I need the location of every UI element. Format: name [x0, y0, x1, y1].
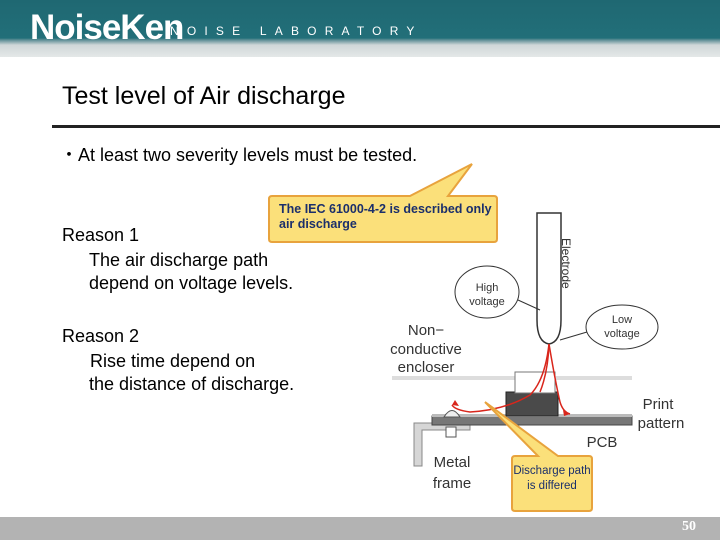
reason2-line1: Rise time depend on	[90, 351, 256, 371]
arrow-head-right	[563, 410, 570, 416]
metal-frame-label-1: Metal	[433, 454, 471, 471]
callout-top-text: The IEC 61000-4-2 is described only air …	[279, 202, 492, 231]
header-band	[0, 0, 720, 57]
bullet-text: ・At least two severity levels must be te…	[60, 145, 418, 165]
page-number: 50	[682, 519, 696, 534]
pcb-label: PCB	[586, 434, 618, 451]
electrode-body	[536, 212, 562, 345]
discharge-path-high	[451, 343, 550, 413]
reason2-line2: the distance of discharge.	[89, 374, 295, 394]
low-voltage-label-1: Low	[611, 314, 633, 326]
slide-title: Test level of Air discharge	[62, 82, 346, 110]
high-voltage-label-1: High	[475, 282, 499, 294]
high-voltage-label-2: voltage	[469, 296, 505, 308]
title-rule	[52, 125, 720, 128]
company-logo: NoiseKen	[30, 8, 184, 47]
low-voltage-bubble	[585, 304, 659, 350]
arrow-head-left	[452, 400, 459, 406]
print-pattern-label-2: pattern	[637, 415, 685, 432]
callout-bottom-text: Discharge path is differed	[513, 465, 591, 492]
footer-bar	[0, 517, 720, 540]
frame-clip	[445, 426, 457, 438]
reason1-line2: depend on voltage levels.	[89, 273, 294, 293]
low-voltage-label-2: voltage	[604, 328, 640, 340]
frame-dome	[443, 410, 461, 418]
nonconductive-label-1: Non−	[407, 322, 445, 339]
enclosure-surface	[392, 376, 632, 380]
callout-bottom-shape	[484, 401, 593, 512]
nonconductive-label-2: conductive	[390, 341, 462, 358]
high-voltage-bubble	[454, 265, 520, 319]
discharge-path-mid	[539, 343, 550, 393]
print-pattern-label-1: Print	[642, 396, 674, 413]
logo-subtitle: NOISE LABORATORY	[170, 24, 423, 38]
component-chip	[505, 391, 559, 417]
nonconductive-label-3: encloser	[397, 359, 455, 376]
metal-frame-label-2: frame	[432, 475, 472, 492]
reason1-line1: The air discharge path	[89, 250, 269, 270]
electrode-label: Electrode	[559, 238, 573, 289]
reason2-heading: Reason 2	[62, 326, 140, 346]
pcb-board	[431, 415, 633, 426]
callout-top-shape	[268, 163, 498, 243]
reason1-heading: Reason 1	[62, 225, 140, 245]
